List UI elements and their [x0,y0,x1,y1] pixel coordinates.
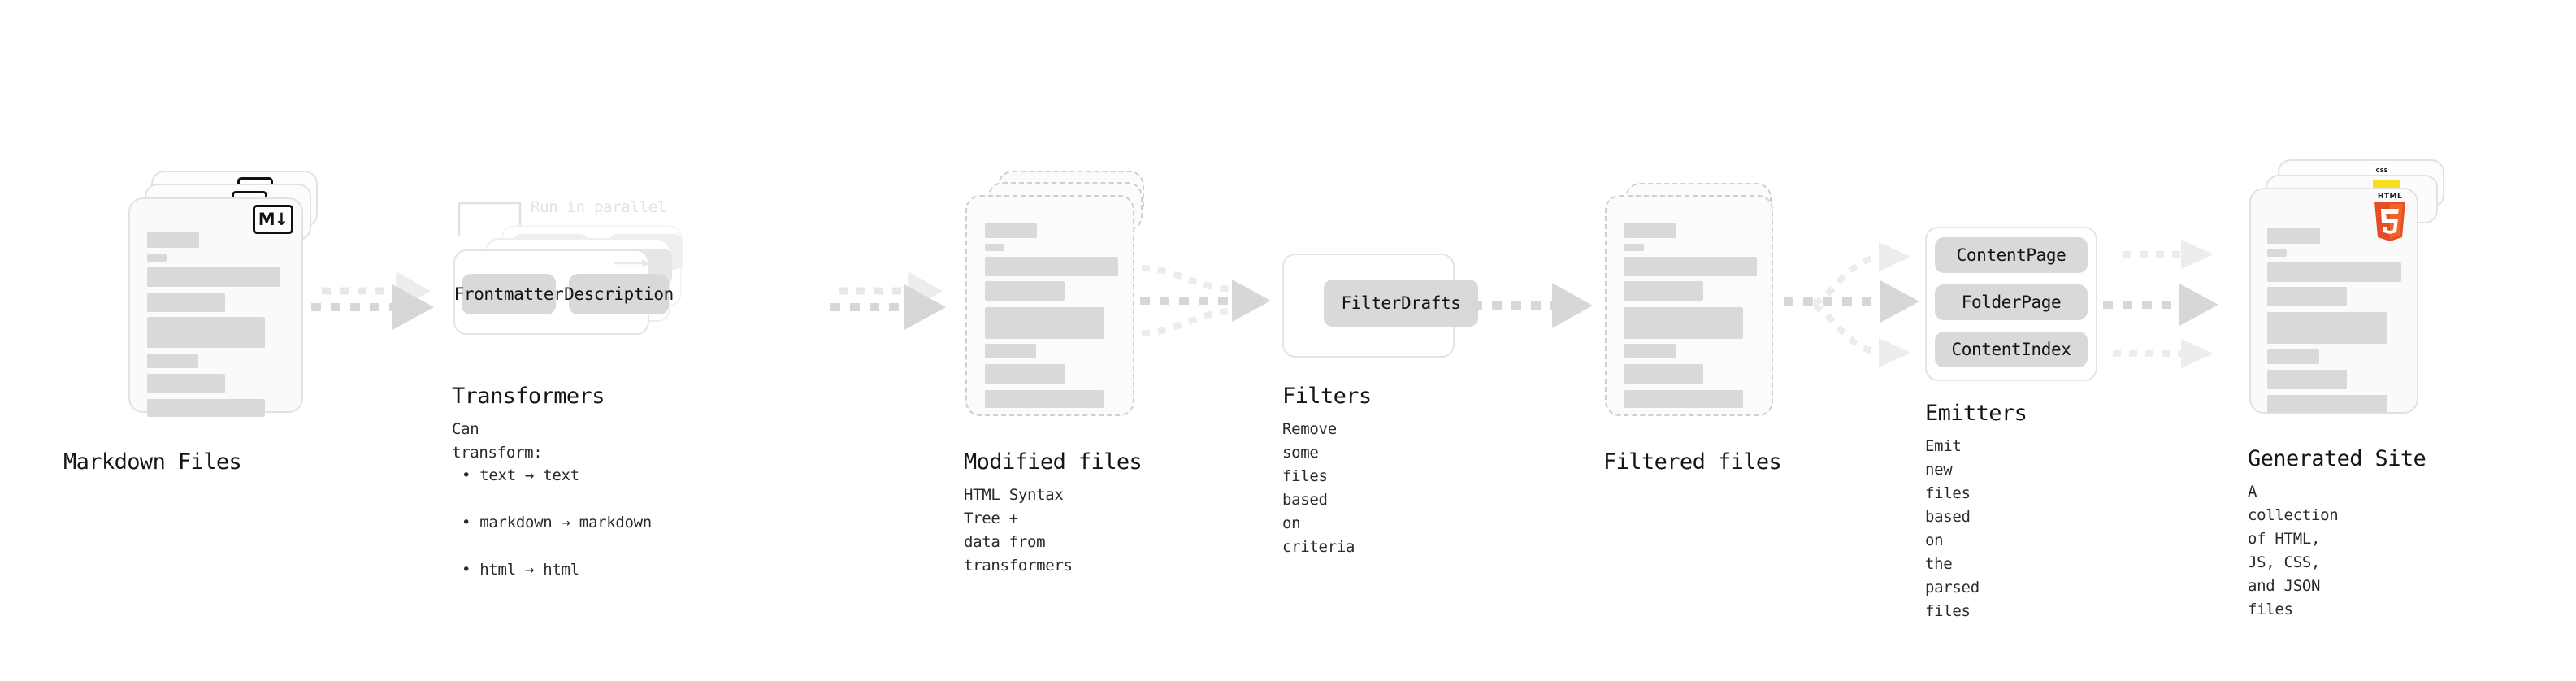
skeleton-bar [985,344,1036,358]
skeleton-bar [1624,244,1644,251]
stage-emitters: ContentPage FolderPage ContentIndex Emit… [0,0,2097,681]
skeleton-bar [147,317,265,348]
stage-title-markdown-files: Markdown Files [63,449,242,475]
skeleton-bar [2267,262,2401,282]
stage-title-filtered-files: Filtered files [1603,449,1782,475]
stage-modified-files: Modified files HTML Syntax Tree + data f… [0,0,1144,681]
stage-markdown-files: M↓ M↓ M↓ Markdown Files [0,0,341,681]
stage-transformers: Run in parallel Frontmatter Description … [0,0,683,681]
stage-title-modified-files: Modified files [964,449,1143,475]
transformer-node-description[interactable]: Description [564,274,674,314]
stage-subtitle-filters: Remove some files based on criteria [1282,420,1355,556]
svg-text:HTML: HTML [2378,193,2402,201]
skeleton-bar [2267,395,2387,413]
filtered-card-front [1605,195,1773,416]
skeleton-bar [147,293,225,312]
transformers-capability-list: • text → text • markdown → markdown • ht… [462,440,705,605]
skeleton-bar [1624,223,1676,238]
skeleton-bar [2267,228,2320,244]
stage-title-generated-site: Generated Site [2248,446,2426,471]
stage-subtitle-generated-site: A collection of HTML, JS, CSS, and JSON … [2248,483,2339,618]
skeleton-bar [985,244,1004,251]
stage-subtitle-modified-files: HTML Syntax Tree + data from transformer… [964,486,1073,575]
stage-title-filters: Filters [1282,384,1372,409]
list-item: • text → text [462,466,579,484]
stage-subtitle-transformers: Can transform: [452,420,543,462]
emitter-node-contentindex[interactable]: ContentIndex [1935,332,2088,367]
stage-title-transformers: Transformers [452,384,605,409]
parallel-annotation: Run in parallel [531,198,667,216]
stage-title-emitters: Emitters [1925,401,2027,426]
skeleton-bar [1624,344,1676,358]
skeleton-bar [2267,312,2387,344]
skeleton-bar [1624,390,1743,408]
emitter-node-folderpage[interactable]: FolderPage [1935,284,2088,320]
stage-filters: FilterDrafts Filters Remove some files b… [0,0,1478,681]
skeleton-bar [1624,257,1757,276]
skeleton-bar [147,267,280,287]
skeleton-bar [985,223,1037,238]
stage-subtitle-emitters: Emit new files based on the parsed files [1925,437,1980,620]
modified-card-front [965,195,1134,416]
skeleton-bar [985,307,1104,339]
stage-filtered-files: Filtered files [0,0,1782,681]
skeleton-bar [2267,370,2347,389]
emitter-node-contentpage[interactable]: ContentPage [1935,237,2088,273]
transformer-node-frontmatter[interactable]: Frontmatter [454,274,564,314]
stage-generated-site: CSS HTML Generated Site A collection of … [0,0,2444,681]
skeleton-bar [1624,307,1743,339]
skeleton-bar [147,374,225,393]
skeleton-bar [1624,281,1703,301]
skeleton-bar [2267,349,2319,364]
site-card-front [2249,188,2418,414]
list-item: • html → html [462,561,579,579]
skeleton-bar [985,364,1065,384]
skeleton-bar [2267,249,2287,257]
skeleton-bar [1624,364,1703,384]
skeleton-bar [147,254,167,262]
markdown-icon: M↓ [253,205,293,234]
parallel-bracket [458,202,522,236]
skeleton-bar [985,281,1065,301]
skeleton-bar [147,399,265,417]
skeleton-bar [985,257,1118,276]
skeleton-bar [2267,287,2347,306]
skeleton-bar [147,354,198,368]
list-item: • markdown → markdown [462,514,652,531]
filter-node-filterdrafts[interactable]: FilterDrafts [1324,280,1478,327]
skeleton-bar [985,390,1104,408]
skeleton-bar [147,232,199,248]
